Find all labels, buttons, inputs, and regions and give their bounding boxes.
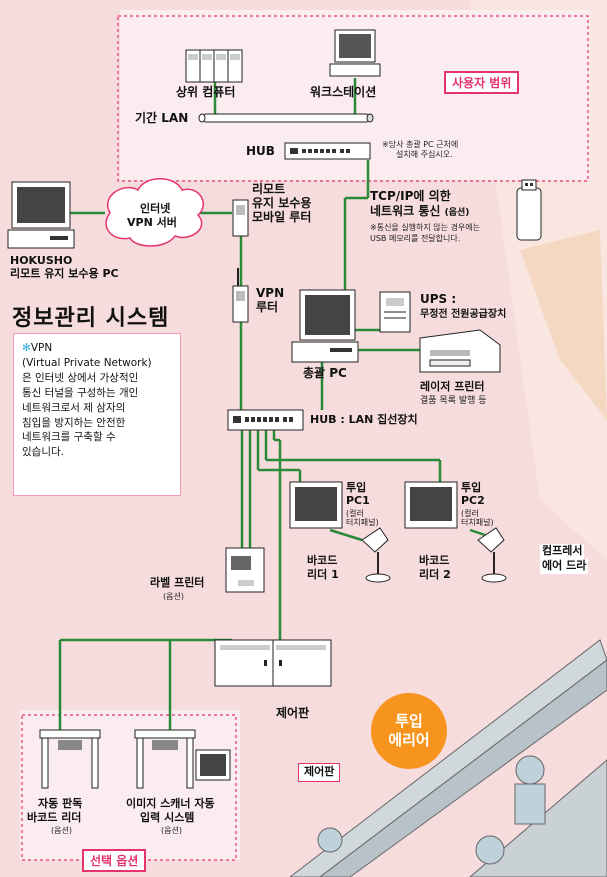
auto-barcode-line3: (옵션) <box>51 826 72 835</box>
host-computer-drawing <box>185 49 243 83</box>
hokusho-pc-drawing <box>7 181 75 249</box>
hokusho-label-line1: HOKUSHO <box>10 254 73 267</box>
tcpip-line1: TCP/IP에 의한 <box>370 189 451 203</box>
control-panel-label: 제어판 <box>276 706 310 720</box>
image-scanner-line2: 입력 시스템 <box>140 811 195 824</box>
auto-barcode-line1: 자동 판독 <box>38 797 83 810</box>
host-computer-label: 상위 컴퓨터 <box>176 85 236 99</box>
vpn-router-drawing <box>232 268 249 323</box>
hub-top-note-line2: 설치해 주십시오. <box>396 150 453 159</box>
auto-barcode-line2: 바코드 리더 <box>27 811 82 824</box>
hub-lan-label: HUB : LAN 집선장치 <box>310 413 418 426</box>
hub-lan-drawing <box>227 409 304 431</box>
auto-barcode-drawing <box>39 729 101 789</box>
barcode2-line2: 리더 2 <box>419 568 451 581</box>
conveyor-illustration <box>289 639 607 877</box>
input-area-line1: 투입 <box>395 711 423 730</box>
vpn-info-heading: VPN <box>30 342 53 354</box>
compressor-line2: 에어 드라 <box>540 559 589 574</box>
vpn-info-line: 침입을 방지하는 안전한 <box>22 416 126 429</box>
remote-router-line1: 리모트 <box>252 182 286 196</box>
vpn-info-line: 은 인터넷 상에서 가상적인 <box>22 371 139 384</box>
input-pc2-line1: 투입 <box>461 481 482 494</box>
hub-top-note-line1: ※당사 총괄 PC 근처에 <box>382 140 459 149</box>
remote-router-line2: 유지 보수용 <box>252 196 312 210</box>
tcpip-option: (옵션) <box>444 208 470 218</box>
workstation-label: 워크스테이션 <box>310 85 377 99</box>
image-scanner-line1: 이미지 스캐너 자동 <box>126 797 215 810</box>
ups-line2: 무정전 전원공급장치 <box>420 309 507 320</box>
barcode-reader1-drawing <box>361 527 391 583</box>
main-pc-label: 총괄 PC <box>303 366 347 380</box>
input-pc1-line2: PC1 <box>346 494 370 507</box>
workstation-drawing <box>329 29 381 77</box>
image-scanner-line3: (옵션) <box>161 826 182 835</box>
barcode1-line1: 바코드 <box>307 554 338 567</box>
barcode2-line1: 바코드 <box>419 554 450 567</box>
ups-drawing <box>379 291 411 333</box>
control-panel-drawing <box>214 639 332 687</box>
input-pc1-line3: (컬러 <box>346 509 364 518</box>
control-panel-tag: 제어판 <box>298 763 341 782</box>
vpn-info-line: 있습니다. <box>22 446 64 459</box>
user-scope-box <box>117 15 589 182</box>
usb-memory-drawing <box>516 179 542 241</box>
input-area-badge: 투입 에리어 <box>371 693 447 769</box>
input-pc2-line4: 터치패널) <box>461 518 494 527</box>
barcode1-line2: 리더 1 <box>307 568 339 581</box>
remote-router-drawing <box>232 199 249 237</box>
vpn-info-line: 네트워크로서 제 삼자의 <box>22 401 126 414</box>
barcode-reader2-drawing <box>477 527 507 583</box>
compressor-line1: 컴프레서 <box>540 544 585 559</box>
ups-line1: UPS : <box>420 292 457 306</box>
label-printer-drawing <box>225 547 265 593</box>
vpn-router-line2: 루터 <box>256 300 279 314</box>
vpn-info-box: ✻VPN (Virtual Private Network) 은 인터넷 상에서… <box>13 333 181 496</box>
vpn-info-line: 네트워크를 구축할 수 <box>22 431 116 444</box>
backbone-lan-label: 기간 LAN <box>135 111 189 125</box>
main-pc-drawing <box>291 289 359 363</box>
vpn-server-label: VPN 서버 <box>127 216 177 229</box>
vpn-info-line: (Virtual Private Network) <box>22 356 152 369</box>
tcpip-note-line2: USB 메모리를 전달합니다. <box>370 234 461 243</box>
hub-top-drawing <box>284 142 371 160</box>
input-pc2-drawing <box>404 481 458 529</box>
option-badge: 선택 옵션 <box>82 849 147 872</box>
page-title: 정보관리 시스템 <box>12 306 170 331</box>
laser-printer-line2: 결품 목록 발행 등 <box>420 396 487 406</box>
tcpip-line2: 네트워크 통신 (옵션) <box>370 204 470 218</box>
input-pc1-drawing <box>289 481 343 529</box>
tcpip-note-line1: ※통신을 실행하지 않는 경우에는 <box>370 223 481 232</box>
internet-cloud <box>105 178 204 247</box>
label-printer-line1: 라벨 프린터 <box>150 576 205 589</box>
label-printer-line2: (옵션) <box>163 592 184 601</box>
vpn-info-line: 통신 터널을 구성하는 개인 <box>22 386 139 399</box>
input-pc2-line3: (컬러 <box>461 509 479 518</box>
laser-printer-line1: 레이저 프린터 <box>420 380 485 393</box>
input-pc1-line1: 투입 <box>346 481 367 494</box>
input-area-line2: 에리어 <box>388 731 430 749</box>
image-scanner-drawing <box>134 729 231 789</box>
input-pc2-line2: PC2 <box>461 494 485 507</box>
laser-printer-drawing <box>419 329 501 373</box>
input-pc1-line4: 터치패널) <box>346 518 379 527</box>
backbone-lan-pipe <box>198 113 374 123</box>
user-scope-badge: 사용자 범위 <box>444 71 520 94</box>
vpn-router-line1: VPN <box>256 286 285 300</box>
hub-top-label: HUB <box>246 144 275 158</box>
hokusho-label-line2: 리모트 유지 보수용 PC <box>10 267 119 280</box>
internet-label: 인터넷 <box>140 202 171 215</box>
remote-router-line3: 모바일 루터 <box>252 210 312 224</box>
